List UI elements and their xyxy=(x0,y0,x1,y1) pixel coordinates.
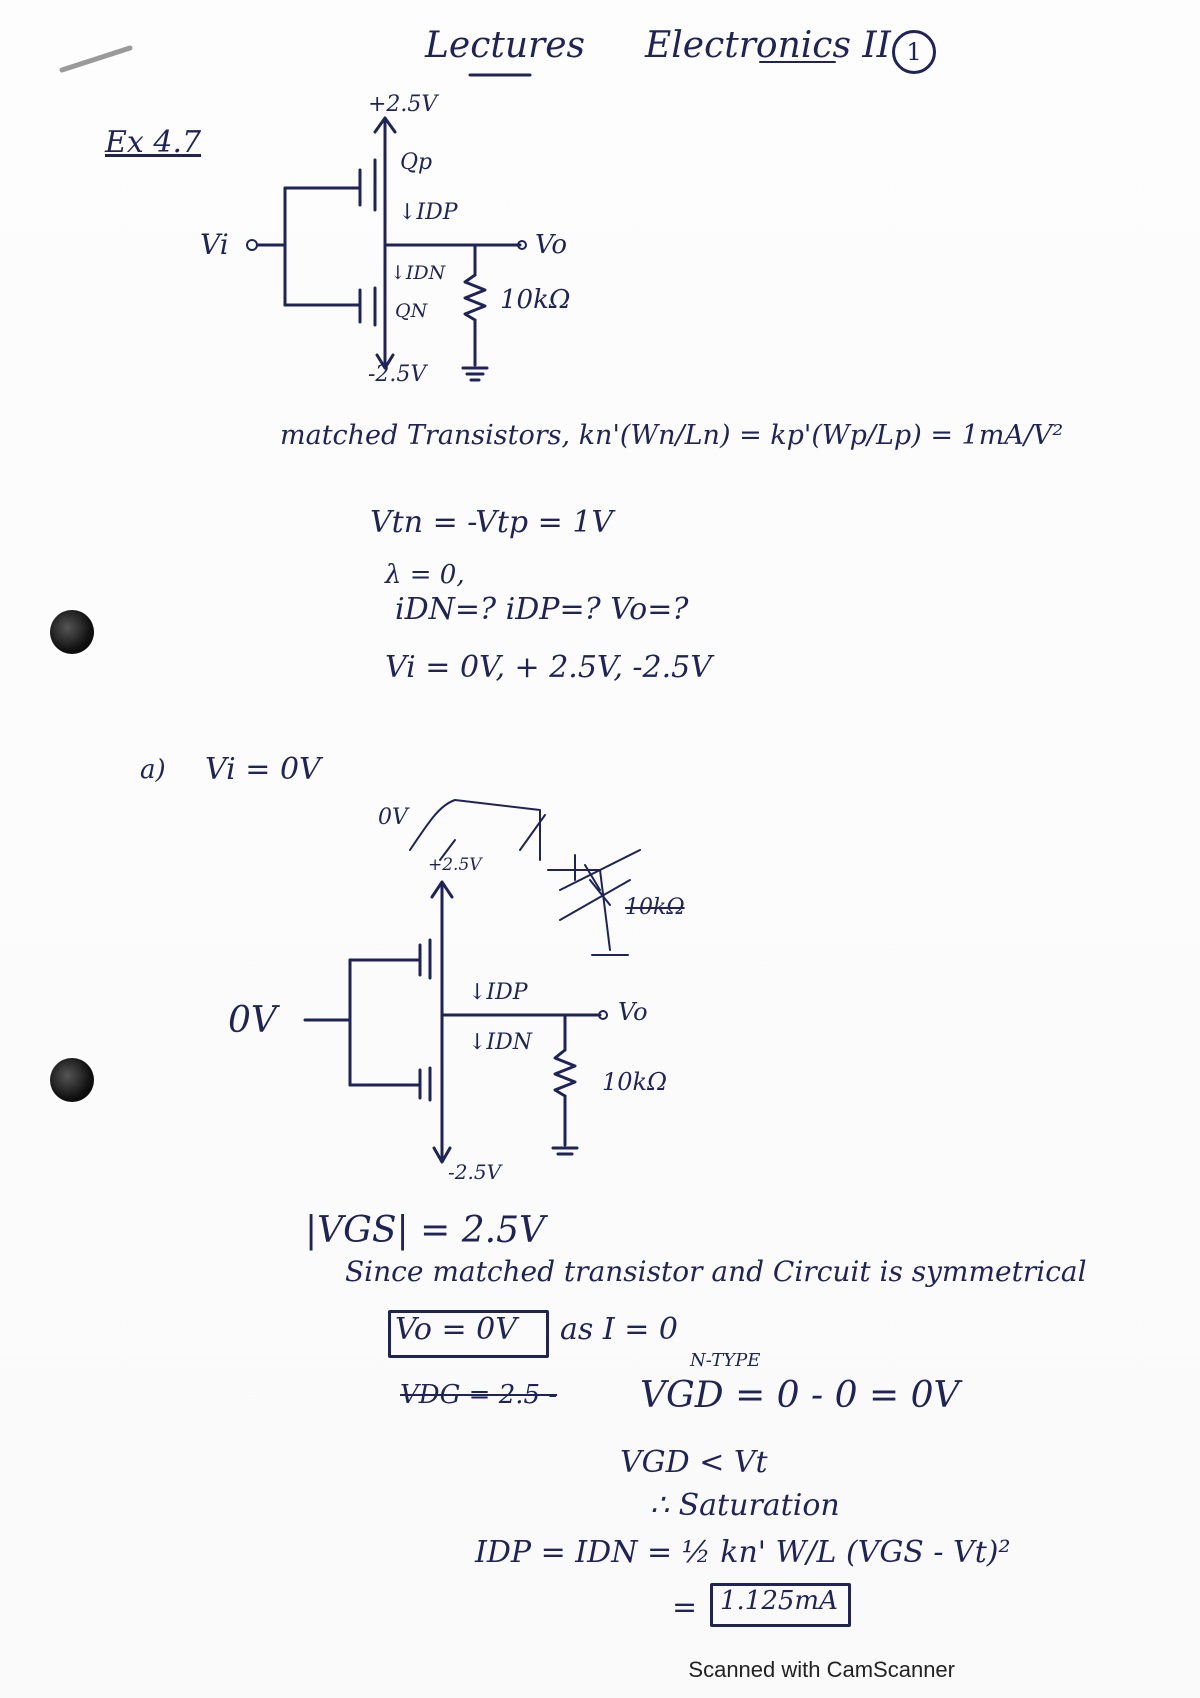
circuit1-resistor-label: 10kΩ xyxy=(500,285,571,315)
part-a-input-label: 0V xyxy=(228,1000,277,1041)
solution-vo-boxed: Vo = 0V xyxy=(395,1312,517,1347)
current-result-box xyxy=(710,1583,851,1627)
solution-vgd: VGD = 0 - 0 = 0V xyxy=(640,1375,960,1416)
part-a-idn-label: ↓IDN xyxy=(468,1030,533,1055)
solution-as-i: as I = 0 xyxy=(560,1312,678,1347)
solution-ntype-note: N-TYPE xyxy=(690,1350,761,1371)
example-label: Ex 4.7 xyxy=(105,125,202,160)
circuit1-qn-label: QN xyxy=(395,300,428,322)
solution-result-boxed: 1.125mA xyxy=(720,1586,838,1616)
solution-vdg-strike: VDG = 2.5 - xyxy=(400,1380,558,1410)
given-line5: Vi = 0V, + 2.5V, -2.5V xyxy=(385,650,712,685)
punch-hole-bottom xyxy=(50,1058,94,1102)
page-number: 1 xyxy=(906,38,922,66)
given-line4: iDN=? iDP=? Vo=? xyxy=(395,592,689,627)
part-a-label: a) xyxy=(140,755,166,785)
given-line1: matched Transistors, kn'(Wn/Ln) = kp'(Wp… xyxy=(280,420,1064,451)
part-a-idp-label: ↓IDP xyxy=(468,980,528,1005)
scratch-0v: 0V xyxy=(378,805,408,830)
part-a-vo-label: Vo xyxy=(618,998,648,1026)
given-line3: λ = 0, xyxy=(385,560,465,590)
punch-hole-top xyxy=(50,610,94,654)
vo-result-box xyxy=(388,1310,549,1358)
scratch-resistor: 10kΩ xyxy=(625,895,685,920)
solution-saturation: ∴ Saturation xyxy=(650,1488,840,1523)
circuit1-vo-label: Vo xyxy=(535,230,568,260)
circuit1-vi-label: Vi xyxy=(200,228,229,261)
header-right-title: Electronics II xyxy=(645,25,891,66)
circuit1-idn-label: ↓IDN xyxy=(390,262,446,284)
page-number-circle: 1 xyxy=(892,30,936,74)
part-a-resistor-label: 10kΩ xyxy=(602,1068,667,1096)
part-a-condition: Vi = 0V xyxy=(205,752,321,787)
part-a-supply-bottom: -2.5V xyxy=(448,1160,502,1184)
solution-current-equation: IDP = IDN = ½ kn' W/L (VGS - Vt)² xyxy=(475,1535,1011,1570)
circuit1-supply-top: +2.5V xyxy=(368,92,438,117)
solution-vgd-lt: VGD < Vt xyxy=(620,1445,768,1480)
part-a-supply-top: +2.5V xyxy=(428,855,482,875)
given-line2: Vtn = -Vtp = 1V xyxy=(370,505,614,540)
circuit1-idp-label: ↓IDP xyxy=(398,200,458,225)
circuit1-supply-bottom: -2.5V xyxy=(368,362,427,387)
scanner-footer: Scanned with CamScanner xyxy=(688,1657,955,1682)
header-left-title: Lectures xyxy=(425,25,586,66)
solution-vgs: |VGS| = 2.5V xyxy=(305,1210,545,1251)
solution-reason: Since matched transistor and Circuit is … xyxy=(345,1255,1087,1288)
solution-equals: = xyxy=(672,1590,698,1625)
circuit1-qp-label: Qp xyxy=(400,150,433,175)
